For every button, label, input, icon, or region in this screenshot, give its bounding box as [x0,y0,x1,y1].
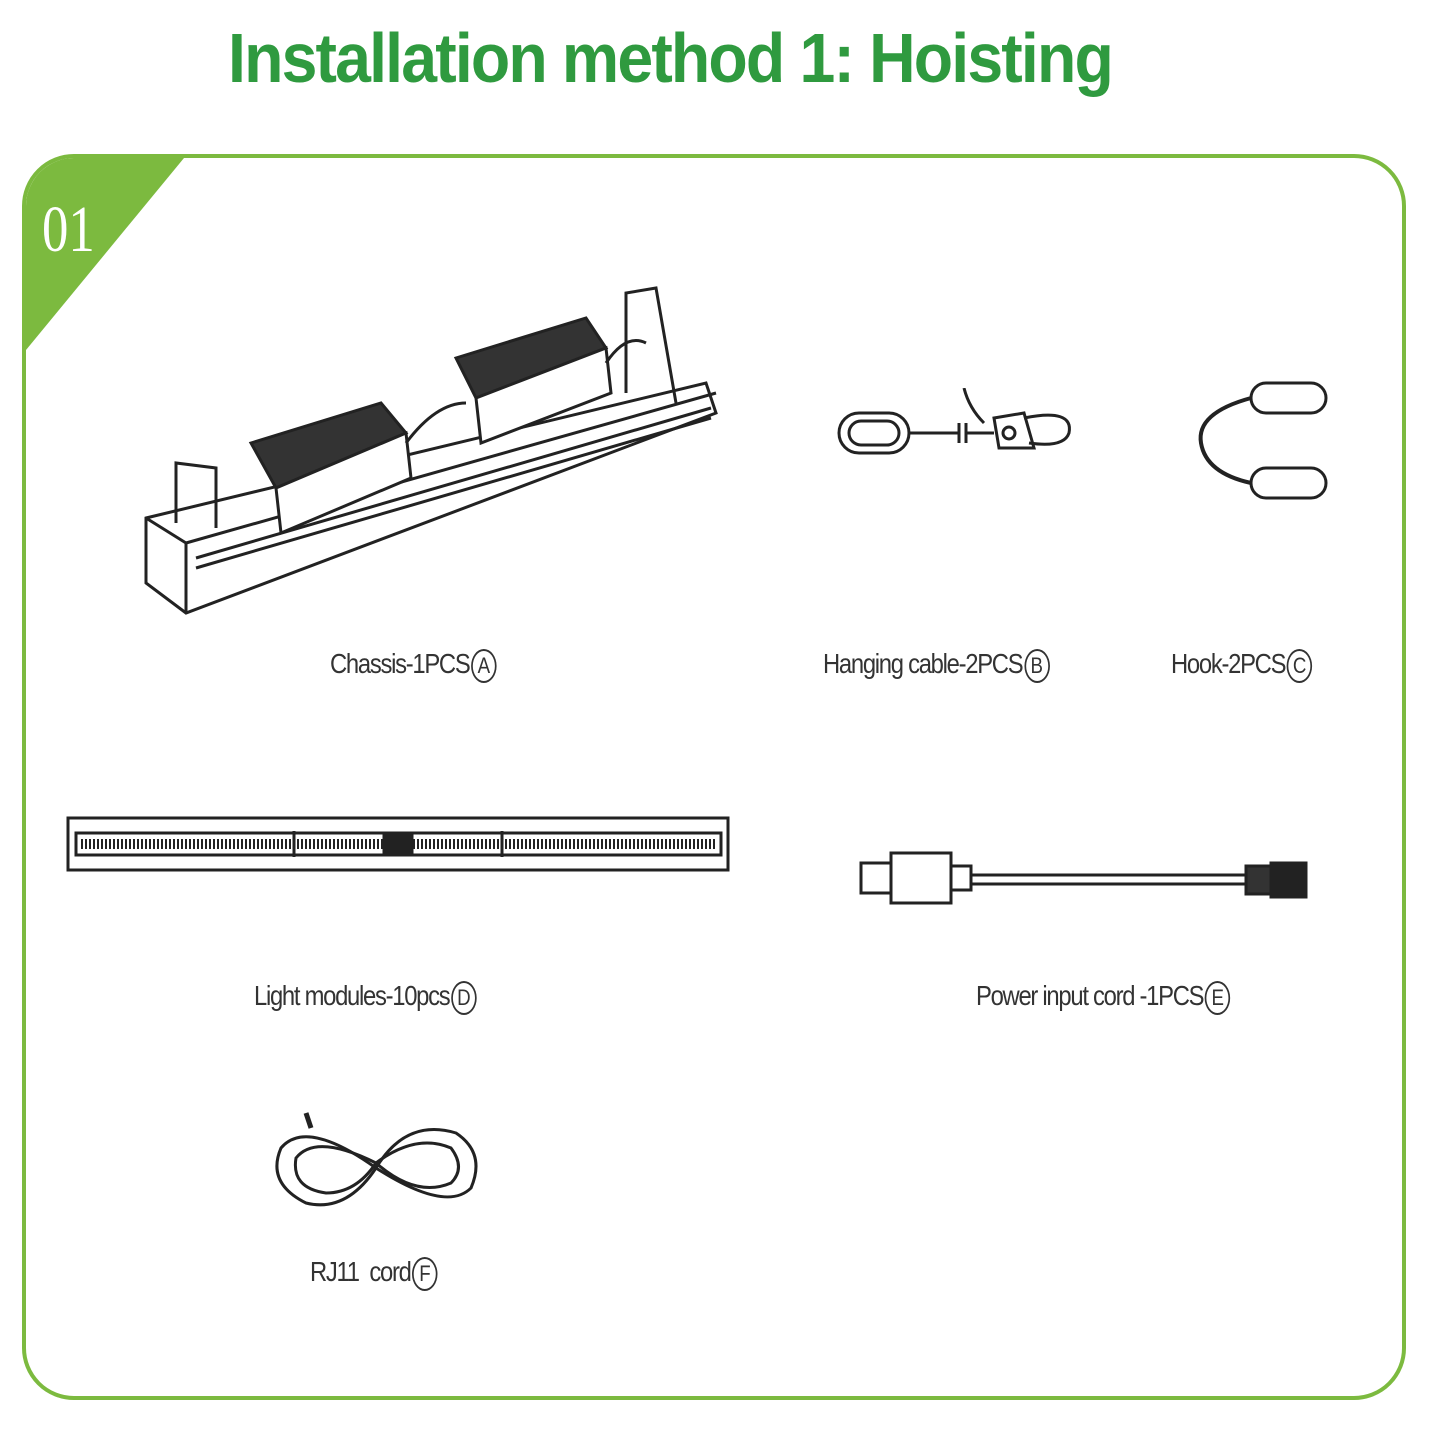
item-name: Chassis-1PCS [330,648,471,679]
item-letter: E [1204,981,1231,1015]
item-name: RJ11 cord [310,1256,412,1287]
chassis-illustration [144,286,718,615]
item-name: Light modules-10pcs [254,980,451,1011]
item-name: Power input cord -1PCS [976,980,1205,1011]
hanging-cable-illustration [837,388,1071,455]
light-module-illustration [66,816,730,872]
item-name: Hook-2PCS [1171,648,1286,679]
item-name: Hanging cable-2PCS [823,648,1024,679]
rj11-cord-illustration [275,1112,478,1207]
item-letter: A [471,649,497,683]
page-title: Installation method 1: Hoisting [228,19,1114,97]
hook-illustration [1198,381,1328,500]
step-badge [26,158,184,350]
item-letter: D [451,981,477,1015]
power-cord-illustration [859,851,1308,905]
item-letter: B [1024,649,1050,683]
item-letter: C [1286,649,1313,683]
item-letter: F [412,1257,438,1291]
step-number: 01 [42,193,95,266]
